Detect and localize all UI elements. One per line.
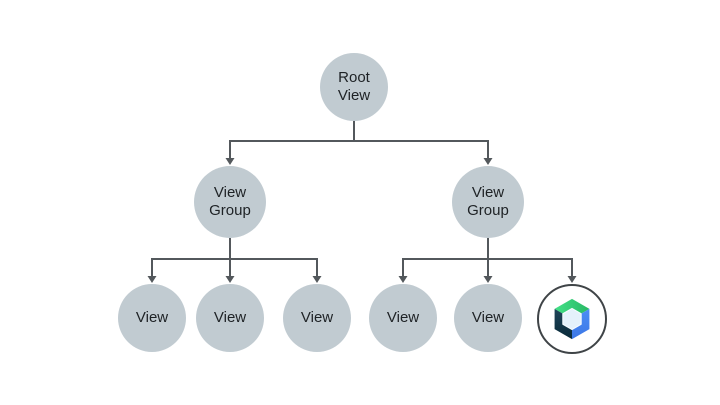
- jetpack-compose-icon: [554, 298, 590, 340]
- node-label: View: [471, 309, 505, 326]
- node-label: View: [213, 184, 247, 201]
- node-label: View: [300, 309, 334, 326]
- node-label: View: [337, 87, 371, 104]
- node-view-left-2: View: [196, 284, 264, 352]
- node-label: View: [386, 309, 420, 326]
- node-root-view: Root View: [320, 53, 388, 121]
- node-label: Group: [467, 202, 509, 219]
- node-label: Group: [209, 202, 251, 219]
- node-label: View: [213, 309, 247, 326]
- node-view-left-3: View: [283, 284, 351, 352]
- node-view-group-right: View Group: [452, 166, 524, 238]
- node-view-right-2: View: [454, 284, 522, 352]
- node-view-right-1: View: [369, 284, 437, 352]
- node-label: Root: [338, 69, 370, 86]
- node-label: View: [471, 184, 505, 201]
- node-view-left-1: View: [118, 284, 186, 352]
- node-label: View: [135, 309, 169, 326]
- node-view-group-left: View Group: [194, 166, 266, 238]
- arrowheads: [147, 158, 577, 283]
- node-compose: [537, 284, 607, 354]
